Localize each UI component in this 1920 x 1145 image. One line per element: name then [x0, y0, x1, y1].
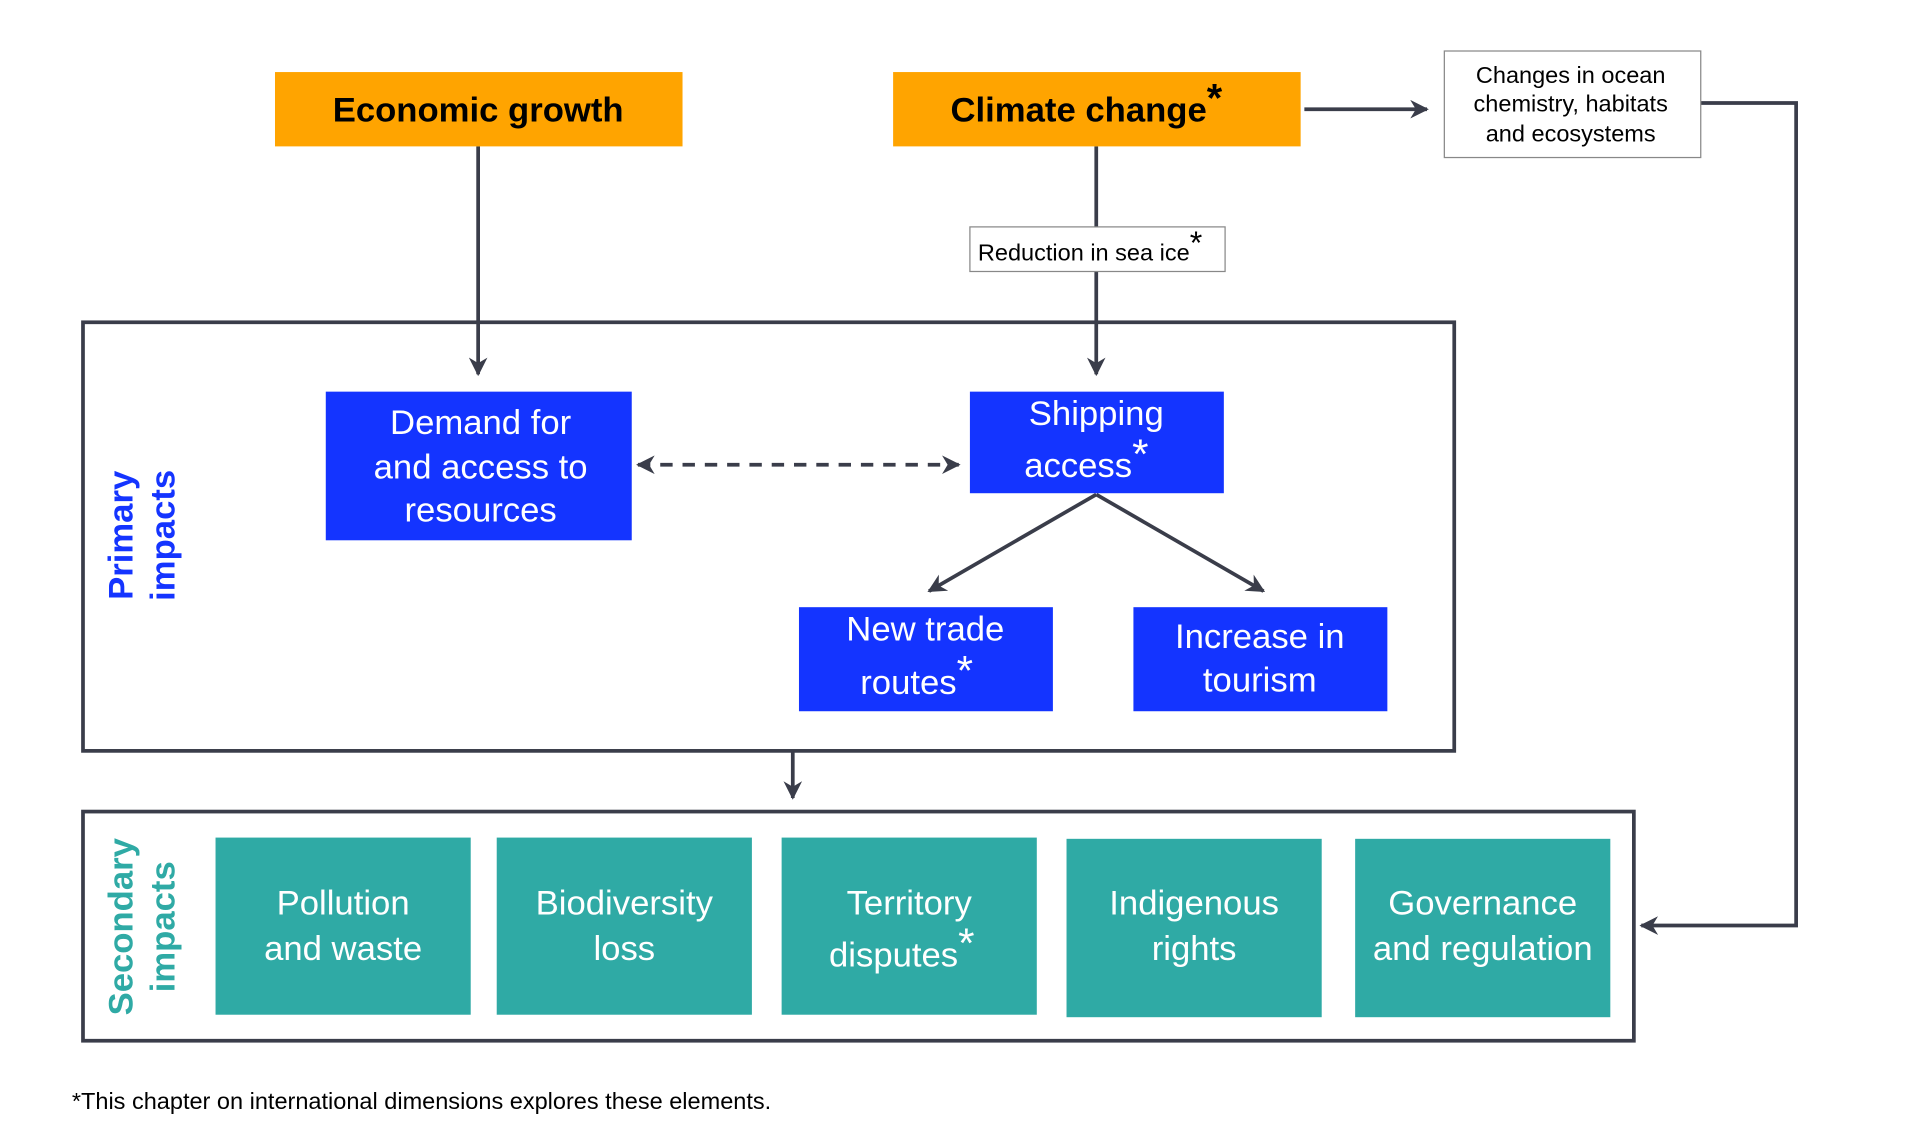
economic-growth-label: Economic growth [333, 92, 624, 130]
sea-ice-box: Reduction in sea ice* [969, 225, 1226, 273]
demand-resources-box: Demand for and access to resources [325, 391, 632, 541]
svg-text:resources: resources [405, 492, 557, 530]
secondary-impact-line: rights [1152, 930, 1237, 968]
svg-text:Shipping: Shipping [1029, 395, 1164, 433]
climate-change-box: Climate change* [893, 72, 1301, 147]
secondary-impact-box: Indigenous rights [1066, 838, 1322, 1018]
asterisk: * [1207, 77, 1223, 121]
climate-change-label: Climate change [951, 92, 1207, 130]
increase-tourism-box: Increase in tourism [1133, 607, 1388, 712]
secondary-impact-box: Biodiversity loss [496, 837, 752, 1015]
secondary-impact-line: Biodiversity [536, 884, 714, 922]
connectors [468, 99, 1798, 935]
svg-text:New trade: New trade [846, 611, 1004, 649]
arrow-shipping-to-trade [927, 492, 1098, 593]
secondary-impact-line: and regulation [1373, 930, 1593, 968]
arrow-shipping-to-tourism [1095, 492, 1266, 593]
economic-growth-box: Economic growth [274, 72, 683, 147]
svg-text:and access to: and access to [374, 448, 588, 486]
secondary-impact-line: Territory [847, 884, 973, 922]
secondary-impact-line: and waste [264, 930, 422, 968]
asterisk: * [1132, 430, 1148, 477]
secondary-impact-line: Pollution [277, 884, 410, 922]
new-trade-routes-box: New trade routes* [798, 607, 1053, 712]
secondary-impact-line: Governance [1388, 884, 1577, 922]
svg-text:access*: access* [1024, 430, 1148, 485]
sea-ice-label: Reduction in sea ice [978, 239, 1190, 265]
ocean-changes-line: Changes in ocean [1476, 62, 1666, 88]
secondary-impact-line: loss [593, 930, 655, 968]
asterisk: * [957, 647, 973, 694]
asterisk: * [958, 920, 974, 967]
secondary-impact-line: disputes* [829, 920, 975, 975]
svg-text:Demand for: Demand for [390, 404, 571, 442]
ocean-changes-line: and ecosystems [1486, 120, 1656, 146]
asterisk: * [1190, 225, 1203, 261]
secondary-impact-box: Governance and regulation [1355, 838, 1611, 1018]
arrow-ocean-to-governance [1639, 101, 1798, 935]
footnote: *This chapter on international dimension… [72, 1088, 771, 1114]
svg-text:Climate change*: Climate change* [951, 77, 1223, 130]
secondary-impact-box: Pollution and waste [215, 837, 471, 1015]
svg-text:tourism: tourism [1203, 661, 1317, 699]
shipping-access-box: Shipping access* [969, 391, 1224, 494]
svg-text:routes*: routes* [860, 647, 973, 702]
svg-text:Increase in: Increase in [1175, 618, 1345, 656]
ocean-changes-box: Changes in ocean chemistry, habitats and… [1443, 50, 1702, 159]
svg-text:Reduction in sea ice*: Reduction in sea ice* [978, 225, 1203, 265]
secondary-impact-line: Indigenous [1109, 884, 1279, 922]
ocean-changes-line: chemistry, habitats [1474, 91, 1668, 117]
